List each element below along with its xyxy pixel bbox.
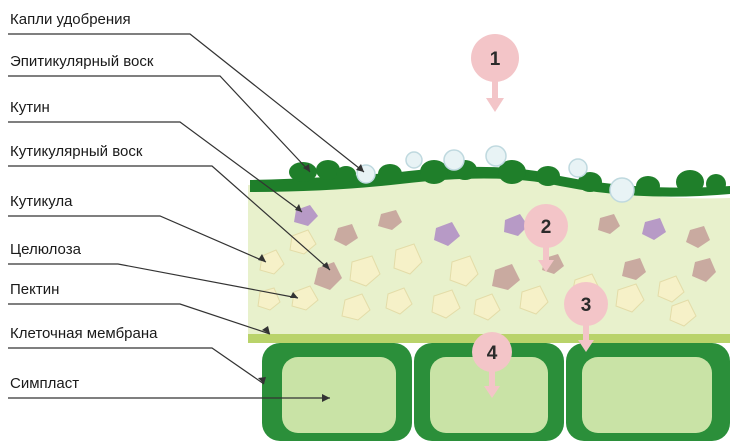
- label-cuticular-wax: Кутикулярный воск: [10, 143, 143, 160]
- marker-1-number: 1: [490, 49, 501, 70]
- marker-3-number: 3: [581, 295, 592, 316]
- label-cell-membrane: Клеточная мембрана: [10, 325, 158, 342]
- cell-right-inner: [582, 357, 712, 433]
- label-cuticle: Кутикула: [10, 193, 73, 210]
- marker-4-number: 4: [487, 343, 498, 364]
- marker-2-number: 2: [541, 217, 552, 238]
- label-epicuticular-wax: Эпитикулярный воск: [10, 53, 154, 70]
- label-pectin: Пектин: [10, 281, 59, 298]
- label-symplast: Симпласт: [10, 375, 79, 392]
- label-cutin: Кутин: [10, 99, 50, 116]
- label-cellulose: Целюлоза: [10, 241, 82, 258]
- cell-left-inner: [282, 357, 396, 433]
- marker-1: 1: [471, 34, 519, 112]
- label-fertilizer-drops: Капли удобрения: [10, 11, 131, 28]
